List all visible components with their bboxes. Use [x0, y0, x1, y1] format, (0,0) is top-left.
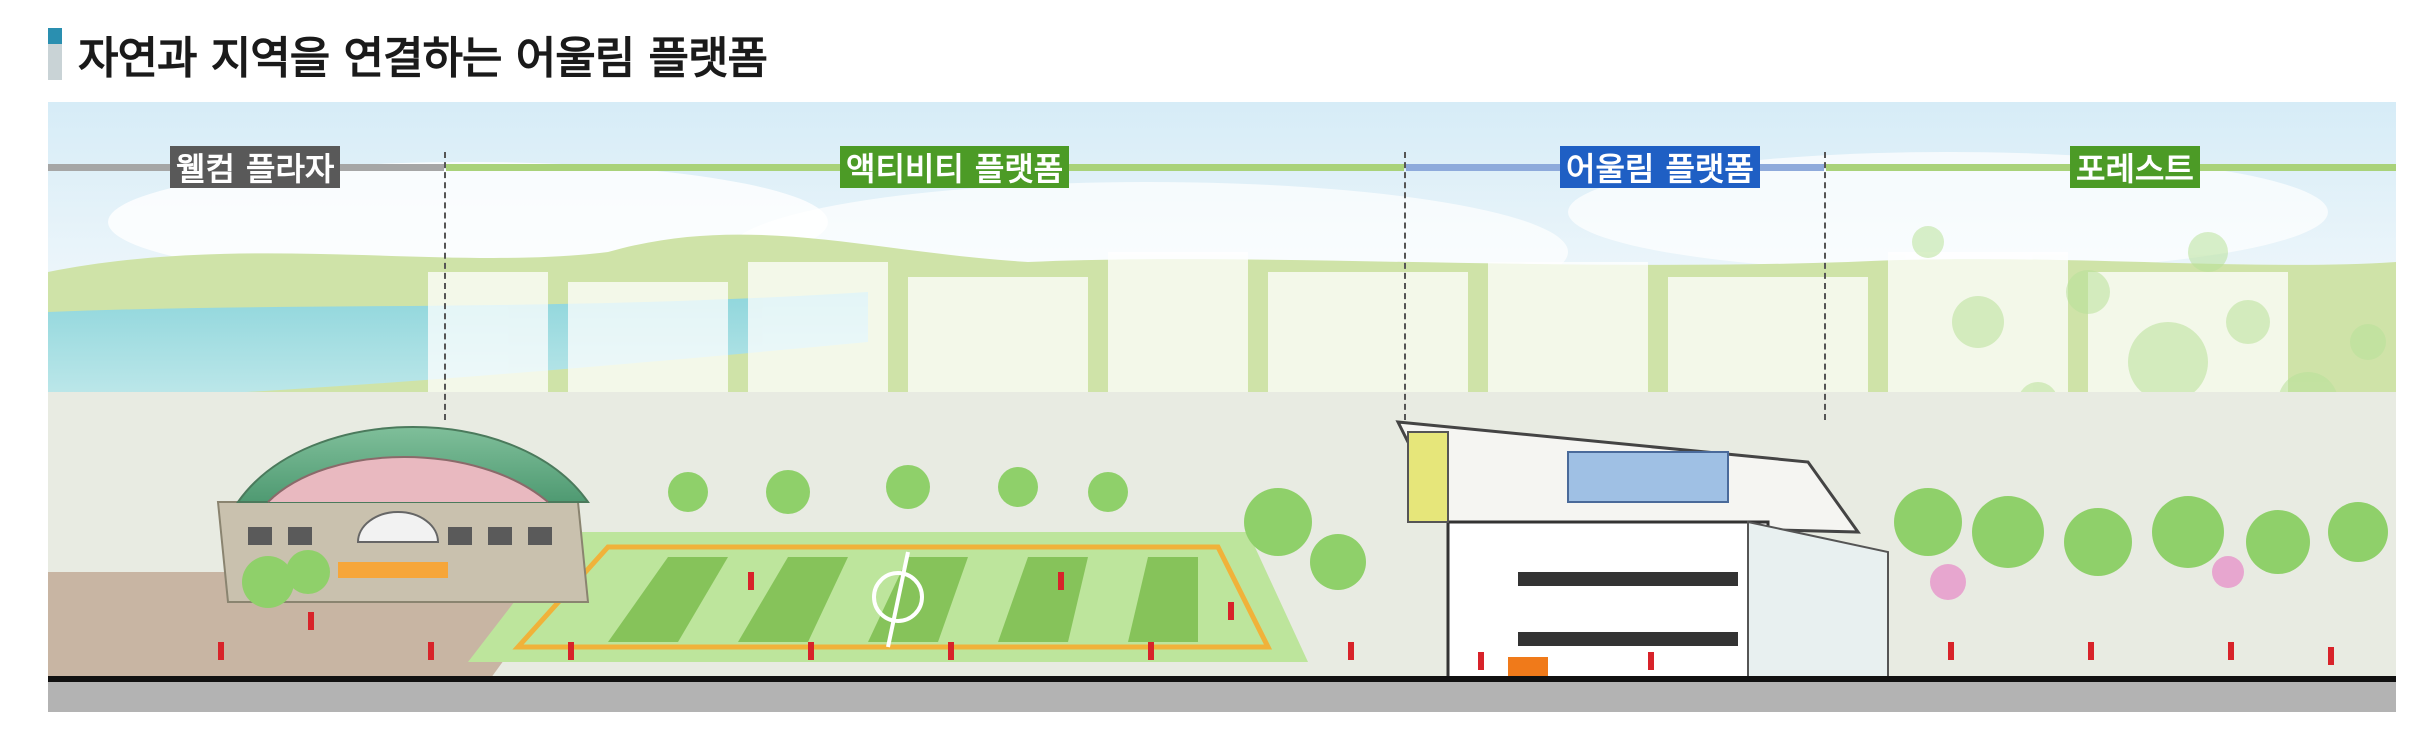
zone-label-welcome-plaza: 웰컴 플라자	[170, 146, 341, 188]
section-header: 자연과 지역을 연결하는 어울림 플랫폼	[48, 26, 768, 84]
page-title: 자연과 지역을 연결하는 어울림 플랫폼	[78, 33, 768, 84]
zone-divider	[1824, 152, 1826, 420]
title-accent-bar	[48, 28, 62, 80]
zone-divider	[1404, 152, 1406, 420]
zone-label-activity-platform: 액티비티 플랫폼	[840, 146, 1070, 188]
site-section-illustration	[48, 102, 2396, 712]
zone-label-forest: 포레스트	[2070, 146, 2200, 188]
zone-label-community-platform: 어울림 플랫폼	[1560, 146, 1760, 188]
zone-divider	[444, 152, 446, 420]
